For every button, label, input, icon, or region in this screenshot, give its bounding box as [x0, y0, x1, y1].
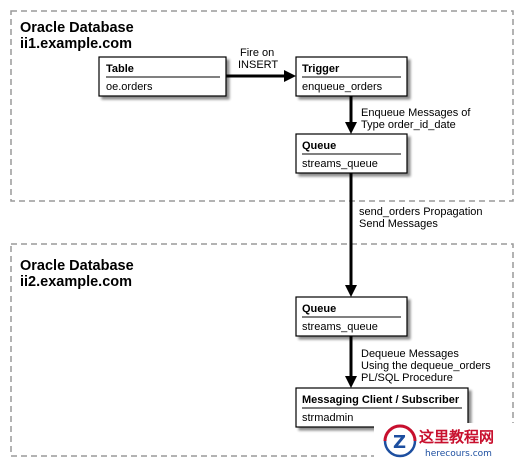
watermark: Z 这里教程网 herecours.com [374, 423, 519, 463]
watermark-text: 这里教程网 [419, 428, 494, 446]
queue-1-box-title: Queue [302, 140, 336, 152]
enqueue-arrow-head [345, 122, 357, 134]
fire-arrow-head [284, 70, 296, 82]
region-1-title: Oracle Database [20, 20, 134, 36]
region-2-boundary [10, 243, 514, 457]
messaging-client-box-title: Messaging Client / Subscriber [302, 394, 460, 406]
region-2-hostname: ii2.example.com [20, 274, 132, 290]
table-box-body: oe.orders [106, 81, 153, 93]
propagation-arrow-head [345, 285, 357, 297]
table-box-title: Table [106, 63, 134, 75]
dequeue-arrow-head [345, 376, 357, 388]
svg-text:Z: Z [393, 432, 406, 453]
dequeue-arrow-label-2: Using the dequeue_orders [361, 360, 491, 372]
fire-arrow-label-1: Fire on [240, 47, 274, 59]
queue-2-box-title: Queue [302, 303, 336, 315]
enqueue-arrow-label-2: Type order_id_date [361, 119, 456, 131]
watermark-logo-icon: Z [383, 424, 417, 458]
fire-arrow-label-2: INSERT [238, 59, 278, 71]
region-2-title: Oracle Database [20, 258, 134, 274]
queue-2-box-body: streams_queue [302, 321, 378, 333]
region-1-hostname: ii1.example.com [20, 36, 132, 52]
trigger-box-body: enqueue_orders [302, 81, 383, 93]
watermark-url: herecours.com [425, 449, 492, 459]
propagation-arrow-label-1: send_orders Propagation [359, 206, 483, 218]
trigger-box-title: Trigger [302, 63, 340, 75]
dequeue-arrow-label-3: PL/SQL Procedure [361, 372, 453, 384]
propagation-arrow-label-2: Send Messages [359, 218, 438, 230]
enqueue-arrow-label-1: Enqueue Messages of [361, 107, 471, 119]
messaging-client-box-body: strmadmin [302, 412, 353, 424]
queue-1-box-body: streams_queue [302, 158, 378, 170]
dequeue-arrow-label-1: Dequeue Messages [361, 348, 459, 360]
region-1-boundary [10, 10, 514, 202]
